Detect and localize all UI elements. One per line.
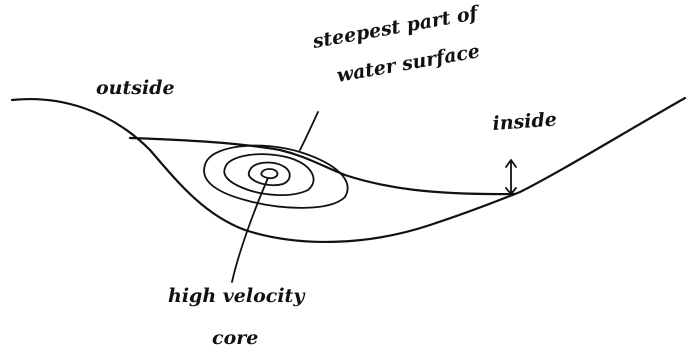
inside-depth-marker (506, 160, 516, 194)
label-steepest-line2: water surface (335, 40, 481, 87)
label-high-velocity-line2: core (212, 327, 258, 349)
velocity-contour-core (261, 169, 277, 178)
channel-bed-outline (12, 98, 685, 242)
velocity-contour-inner (249, 163, 290, 186)
label-outside: outside (96, 77, 175, 99)
steepest-leader-line (300, 112, 318, 150)
label-inside: inside (492, 109, 558, 135)
velocity-contour-middle (224, 154, 313, 195)
label-high-velocity-line1: high velocity (168, 285, 306, 307)
water-surface-line (130, 138, 515, 194)
